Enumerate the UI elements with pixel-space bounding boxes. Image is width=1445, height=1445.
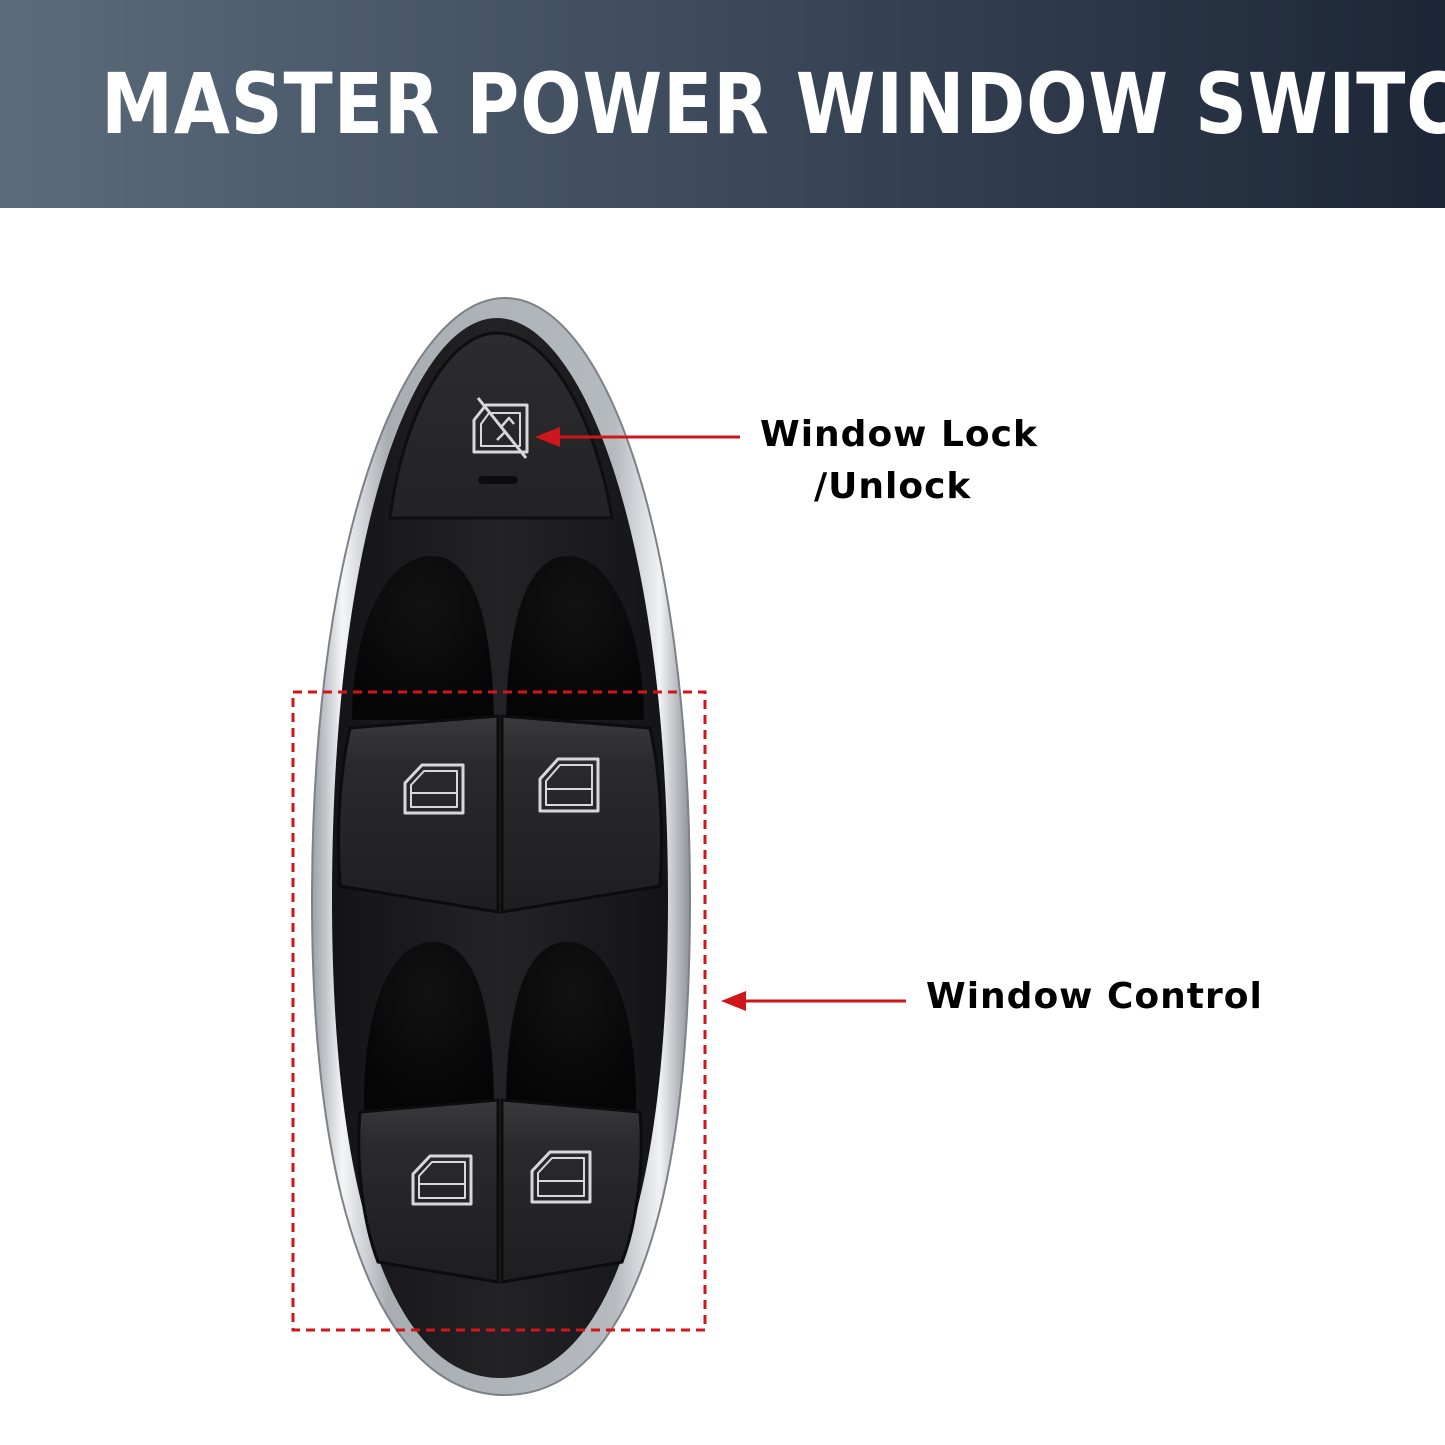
window-door-icon: [403, 763, 465, 815]
rear-left-window-button: [357, 1098, 500, 1284]
window-door-icon: [538, 757, 600, 813]
window-lock-label: Window Lock: [760, 414, 1038, 455]
lock-button-indicator: [478, 476, 518, 484]
rear-right-window-button: [500, 1098, 643, 1284]
title-banner: MASTER POWER WINDOW SWITCH: [0, 0, 1445, 208]
arrow-left-icon: [721, 991, 906, 1011]
upper-recess-left: [352, 556, 494, 720]
upper-recess-right: [506, 556, 644, 720]
arrow-left-icon: [535, 427, 740, 447]
window-unlock-label: /Unlock: [814, 466, 972, 507]
lower-recess-right: [506, 942, 637, 1112]
window-door-icon: [411, 1154, 473, 1206]
lower-recess-left: [363, 942, 494, 1112]
window-lock-icon: [472, 397, 529, 459]
window-control-label: Window Control: [926, 976, 1263, 1017]
front-right-window-button: [500, 714, 664, 914]
banner-title: MASTER POWER WINDOW SWITCH: [101, 55, 1445, 153]
window-door-icon: [530, 1150, 592, 1204]
